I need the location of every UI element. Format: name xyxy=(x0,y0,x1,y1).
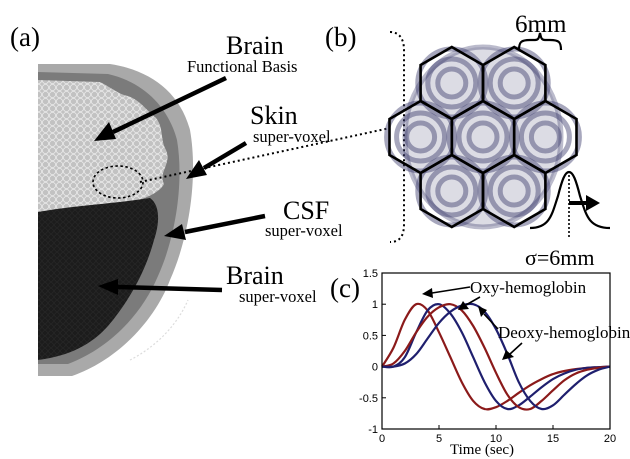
panel-c-label: (c) xyxy=(330,273,360,303)
y-tick-label: 1.5 xyxy=(363,268,378,280)
chart-xlabel: Time (sec) xyxy=(450,442,514,458)
super-voxel-outline xyxy=(92,165,144,199)
panel-a: (a) Brain Functional Basis Skin super-vo… xyxy=(10,22,391,376)
annotation-brain-voxel-subtitle: super-voxel xyxy=(239,287,317,306)
sigma-arrow-head xyxy=(586,195,600,211)
panel-a-label: (a) xyxy=(10,22,40,52)
hrf-chart: 0 5 10 15 20 -1 -0.5 0 0.5 1 1.5 xyxy=(359,268,616,445)
hexagon-grid xyxy=(388,45,578,229)
arrow-skin xyxy=(202,141,248,170)
sigma-label: σ=6mm xyxy=(525,245,595,270)
gaussian-curve xyxy=(529,170,611,230)
oxy-arrow-left xyxy=(431,286,471,294)
x-tick-label: 20 xyxy=(604,433,616,445)
x-tick-label: 0 xyxy=(379,433,385,445)
annotation-brain-basis-title: Brain xyxy=(226,31,284,60)
y-tick-label: 0.5 xyxy=(363,330,378,342)
x-tick-label: 5 xyxy=(436,433,442,445)
deoxy-arrow-right xyxy=(509,342,523,355)
basis-ring-5 xyxy=(425,164,479,218)
head-cross-section xyxy=(38,64,194,376)
annotation-csf-title: CSF xyxy=(283,196,329,225)
basis-ring-2 xyxy=(384,100,458,174)
arrow-brain-voxel xyxy=(117,284,223,293)
panel-b: (b) 6mm σ=6mm xyxy=(325,11,611,270)
basis-ring-2 xyxy=(404,120,438,154)
y-tick-label: -0.5 xyxy=(359,393,378,405)
basis-ring-0 xyxy=(435,66,469,100)
basis-ring-4 xyxy=(508,100,582,174)
x-tick-label: 10 xyxy=(490,433,502,445)
series-line-3 xyxy=(381,302,611,411)
basis-ring-0 xyxy=(425,56,479,110)
gaussian-circles xyxy=(384,44,582,230)
arrow-csf xyxy=(184,213,266,235)
deoxy-arrow-left xyxy=(483,313,499,330)
oxy-label: Oxy-hemoglobin xyxy=(470,278,587,297)
basis-ring-6 xyxy=(487,164,541,218)
annotation-skin-subtitle: super-voxel xyxy=(253,127,331,146)
basis-outer-ring xyxy=(402,44,564,230)
annotation-arrows xyxy=(94,75,266,295)
y-tick-label: -1 xyxy=(368,424,378,436)
chart-ticks: 0 5 10 15 20 -1 -0.5 0 0.5 1 1.5 xyxy=(359,268,616,445)
basis-ring-0 xyxy=(415,46,489,120)
panel-c: (c) 0 5 10 15 20 -1 -0.5 0 0.5 1 1.5 Time (sec) Ox… xyxy=(330,268,630,458)
basis-ring-4 xyxy=(518,110,572,164)
basis-ring-3 xyxy=(446,100,520,174)
series-line-0 xyxy=(381,302,611,411)
basis-ring-4 xyxy=(528,120,562,154)
basis-ring-2 xyxy=(394,110,448,164)
y-tick-label: 0 xyxy=(372,362,378,374)
oxy-arrow-right xyxy=(465,296,481,306)
basis-ring-6 xyxy=(477,154,551,228)
annotation-csf-subtitle: super-voxel xyxy=(265,221,343,240)
basis-ring-1 xyxy=(487,56,541,110)
arrow-brain-basis xyxy=(112,75,227,135)
brain-dark-region xyxy=(38,198,159,360)
gaussian-profile xyxy=(529,170,611,238)
series-line-2 xyxy=(381,303,611,411)
basis-ring-1 xyxy=(497,66,531,100)
brain-basis-region xyxy=(38,80,168,212)
basis-ring-5 xyxy=(435,174,469,208)
basis-ring-1 xyxy=(477,46,551,120)
annotation-brain-voxel-title: Brain xyxy=(226,261,284,290)
basis-ring-3 xyxy=(456,110,510,164)
series-line-1 xyxy=(381,303,611,411)
deoxy-label: Deoxy-hemoglobin xyxy=(498,323,630,342)
basis-ring-3 xyxy=(466,120,500,154)
chart-arrows xyxy=(422,286,523,360)
annotation-skin-title: Skin xyxy=(250,101,298,130)
basis-ring-6 xyxy=(497,174,531,208)
y-tick-label: 1 xyxy=(372,299,378,311)
annotation-brain-basis-subtitle: Functional Basis xyxy=(187,57,297,76)
spacing-brace xyxy=(517,32,563,51)
x-tick-label: 15 xyxy=(547,433,559,445)
basis-ring-5 xyxy=(415,154,489,228)
chart-plot-frame xyxy=(381,272,611,430)
hexagon-6 xyxy=(481,153,547,229)
chart-series xyxy=(381,302,611,411)
panel-b-label: (b) xyxy=(325,22,356,52)
